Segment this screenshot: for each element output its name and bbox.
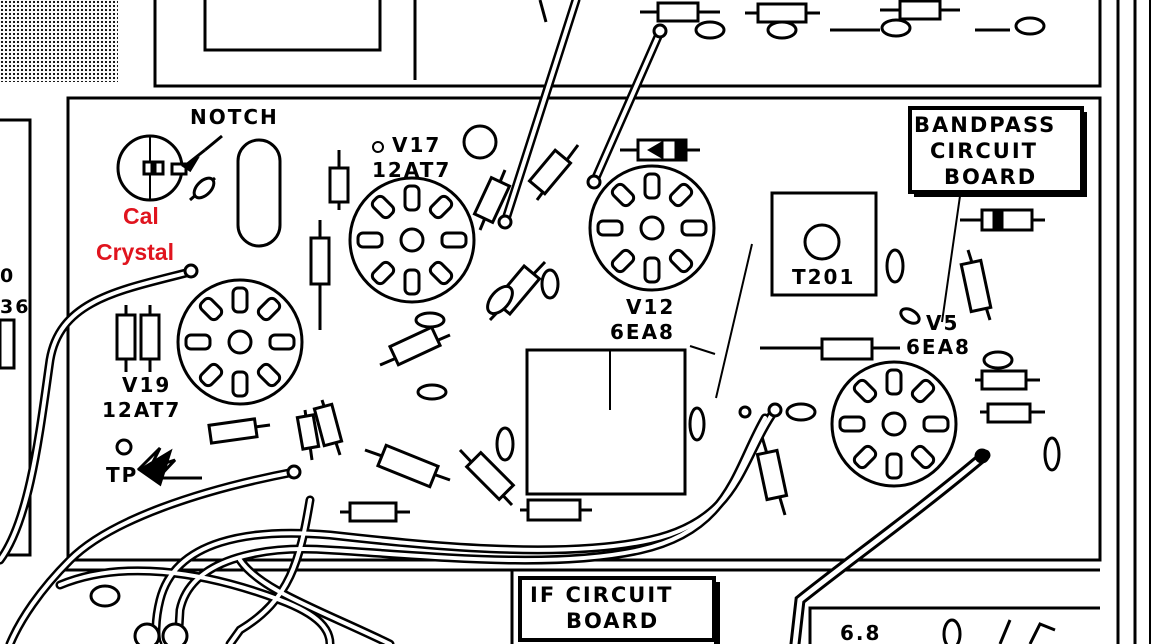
shield-can xyxy=(525,348,687,496)
v12-type-label: 6EA8 xyxy=(610,320,675,344)
v12-label: V12 xyxy=(626,295,675,319)
bandpass-label-line3: BOARD xyxy=(944,165,1037,189)
v19-label: V19 xyxy=(122,373,171,397)
component-leads xyxy=(609,243,753,410)
socket-v12 xyxy=(588,164,716,292)
cal-label: Cal xyxy=(123,203,159,229)
bandpass-diode xyxy=(960,208,1045,232)
wires xyxy=(0,0,991,644)
notch-capacitor xyxy=(189,176,216,202)
v19-type-label: 12AT7 xyxy=(102,398,181,422)
crystal-label: Crystal xyxy=(96,239,174,265)
left-board-outline xyxy=(0,118,32,557)
v12-diode xyxy=(620,138,700,162)
v17-label: V17 xyxy=(392,133,441,157)
main-board-outline xyxy=(60,96,1102,572)
tp-label: TP xyxy=(106,463,138,487)
bandpass-shadow xyxy=(1082,112,1087,196)
edge-label-36: 36 xyxy=(0,296,30,318)
if-board-box xyxy=(518,576,716,642)
socket-v17 xyxy=(348,176,476,304)
v17-type-label: 12AT7 xyxy=(372,158,451,182)
slot-cutout xyxy=(236,138,282,248)
if-board-label-line1: IF CIRCUIT xyxy=(530,583,673,607)
bottom-board-outlines xyxy=(89,570,1100,644)
edge-label-6-8: 6.8 xyxy=(840,621,881,644)
cal-crystal xyxy=(116,134,223,202)
v5-type-label: 6EA8 xyxy=(906,335,971,359)
bottom-right-parts xyxy=(942,618,1056,644)
wire-terminals xyxy=(183,23,990,480)
if-board-label-line2: BOARD xyxy=(566,609,659,633)
bandpass-leader xyxy=(941,195,961,323)
top-resistors xyxy=(538,0,1046,40)
socket-v19 xyxy=(176,278,304,406)
t201-label: T201 xyxy=(792,265,855,289)
top-board-outlines xyxy=(0,0,1151,644)
v17-pin-marker xyxy=(372,141,384,153)
bandpass-label-line1: BANDPASS xyxy=(914,113,1056,137)
v17-test-point xyxy=(462,124,498,160)
bandpass-label-line2: CIRCUIT xyxy=(930,139,1038,163)
if-board-shadow xyxy=(714,582,720,644)
transformer-t201 xyxy=(770,191,878,297)
v5-label: V5 xyxy=(926,311,959,335)
edge-label-0: 0 xyxy=(0,265,15,287)
bandpass-shadow-bottom xyxy=(914,192,1087,197)
socket-v5 xyxy=(830,360,958,488)
capacitors xyxy=(414,248,1061,472)
test-point-tp xyxy=(115,438,202,487)
notch-label: NOTCH xyxy=(190,105,279,129)
